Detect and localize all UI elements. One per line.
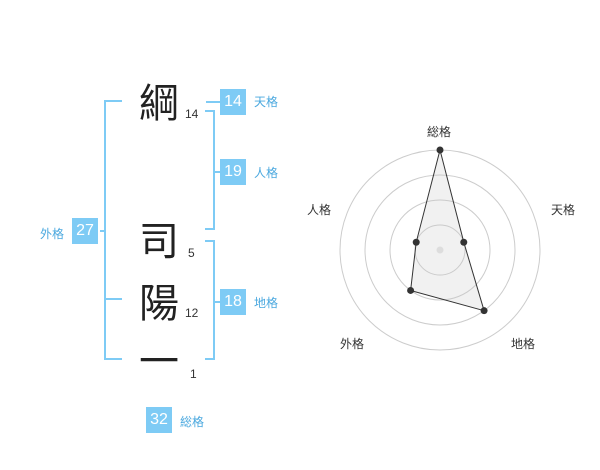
gaikaku-bracket-top <box>104 100 122 102</box>
gaikaku-bracket-bottom <box>104 358 122 360</box>
jinkaku-connector <box>213 171 221 173</box>
gaikaku-value-box: 27 <box>72 218 98 244</box>
stroke-count-2: 5 <box>188 246 195 260</box>
name-char-3: 陽 <box>139 281 179 327</box>
jinkaku-value-box: 19 <box>220 159 246 185</box>
chikaku-connector <box>213 301 221 303</box>
radar-point-4 <box>412 238 420 246</box>
name-char-1: 綱 <box>139 81 179 127</box>
chikaku-bracket-top <box>205 240 215 242</box>
radar-grid-ring <box>364 174 516 326</box>
stroke-count-4: 1 <box>190 367 197 381</box>
radar-center-dot <box>436 246 444 254</box>
chikaku-bracket-vertical <box>213 240 215 360</box>
soukaku-label: 総格 <box>180 415 205 429</box>
radar-data-polygon <box>410 149 485 312</box>
radar-grid-ring <box>389 199 491 301</box>
radar-axis-label-gaikaku: 外格 <box>340 337 365 351</box>
radar-axis-label-soukaku: 総格 <box>427 125 452 139</box>
radar-axis-label-tenkaku: 天格 <box>551 203 576 217</box>
gaikaku-connector <box>100 230 106 232</box>
jinkaku-label: 人格 <box>254 166 279 180</box>
radar-point-3 <box>407 286 415 294</box>
radar-axis-label-chikaku: 地格 <box>511 337 536 351</box>
radar-point-1 <box>460 238 468 246</box>
jinkaku-bracket-vertical <box>213 110 215 230</box>
name-char-2: 司 <box>139 219 179 265</box>
tenkaku-value-box: 14 <box>220 89 246 115</box>
jinkaku-bracket-top <box>205 110 215 112</box>
stroke-count-3: 12 <box>185 306 199 320</box>
gaikaku-label: 外格 <box>40 227 65 241</box>
gaikaku-bracket-mid <box>104 298 122 300</box>
radar-point-2 <box>480 307 488 315</box>
name-char-4: 一 <box>139 339 179 385</box>
jinkaku-bracket-bottom <box>205 228 215 230</box>
soukaku-value-box: 32 <box>146 407 172 433</box>
tenkaku-label: 天格 <box>254 95 279 109</box>
chikaku-value-box: 18 <box>220 289 246 315</box>
chikaku-label: 地格 <box>254 296 279 310</box>
tenkaku-connector <box>206 101 220 103</box>
radar-point-0 <box>436 146 444 154</box>
chikaku-bracket-bottom <box>205 358 215 360</box>
radar-axis-label-jinkaku: 人格 <box>307 203 332 217</box>
stroke-count-1: 14 <box>185 107 199 121</box>
